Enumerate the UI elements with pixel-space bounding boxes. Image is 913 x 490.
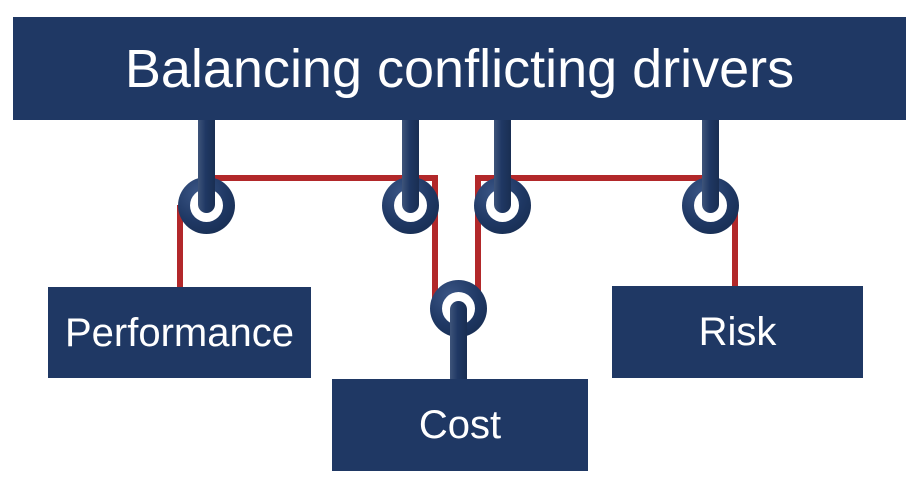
node-label: Risk bbox=[698, 310, 777, 354]
node-cost: Cost bbox=[332, 379, 588, 471]
node-risk: Risk bbox=[612, 286, 863, 378]
hanger-strap bbox=[493, 120, 511, 213]
rope-to-risk bbox=[732, 205, 738, 286]
rope-left-to-cost-pulley bbox=[432, 175, 438, 308]
rope-right-to-cost-pulley bbox=[475, 175, 481, 308]
hanger-strap bbox=[701, 120, 719, 213]
hanger-strap bbox=[197, 120, 215, 213]
rope-to-performance bbox=[177, 205, 183, 287]
cost-hanger-strap bbox=[449, 301, 467, 380]
title-banner: Balancing conflicting drivers bbox=[13, 17, 906, 120]
node-performance: Performance bbox=[48, 287, 311, 378]
hanger-strap bbox=[401, 120, 419, 213]
node-label: Performance bbox=[65, 310, 294, 355]
rope-span-left bbox=[206, 175, 438, 181]
rope-span-right bbox=[475, 175, 710, 181]
node-label: Cost bbox=[418, 403, 502, 447]
page-title: Balancing conflicting drivers bbox=[124, 38, 795, 99]
